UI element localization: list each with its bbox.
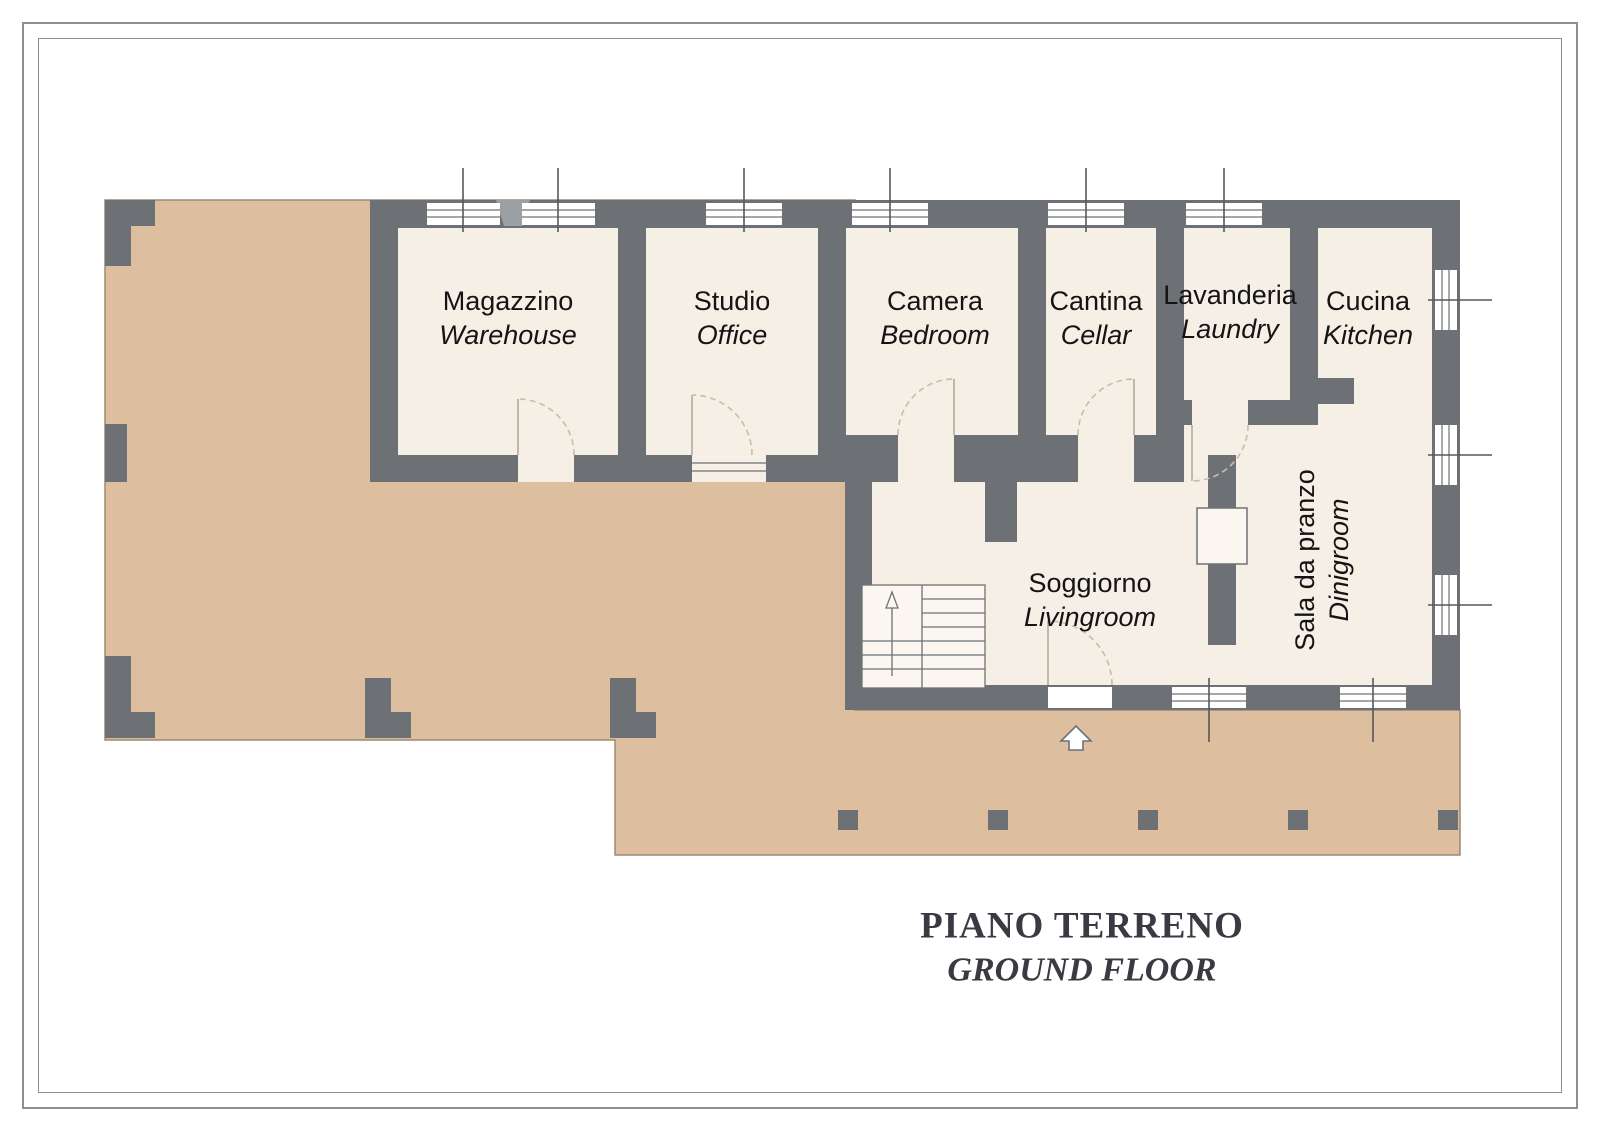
camera-floor [846, 228, 1018, 435]
post-3 [1138, 810, 1158, 830]
door-cantina [1077, 378, 1135, 482]
room-floors [398, 228, 1432, 685]
window-camera [852, 168, 928, 232]
window-cantina [1048, 168, 1124, 232]
pillar-top-left [105, 200, 155, 266]
pillar-bottom-left [105, 656, 155, 738]
pillar-terrace-1 [365, 678, 411, 738]
door-lavanderia [1191, 400, 1249, 482]
top-windows [427, 168, 1262, 232]
interior-wall-stubs [985, 378, 1354, 542]
post-1 [838, 810, 858, 830]
pillar-left-mid [105, 424, 127, 482]
bottom-windows [1172, 678, 1406, 742]
living-wall-stub [985, 482, 1017, 542]
fireplace [1196, 455, 1248, 645]
stair-direction-arrow [885, 590, 899, 609]
pillar-terrace-2 [610, 678, 656, 738]
window-living-bottom [1172, 678, 1246, 742]
door-magazzino [517, 398, 575, 482]
post-2 [988, 810, 1008, 830]
fireplace-box [1196, 507, 1248, 565]
terrace-pillars [105, 200, 1458, 830]
entrance-arrow [1059, 724, 1093, 751]
studio-floor [646, 228, 818, 455]
window-dining-right-1 [1428, 425, 1492, 485]
window-lavanderia [1186, 168, 1262, 232]
window-kitchen-right [1428, 270, 1492, 330]
wall-marker [496, 200, 530, 226]
window-studio [706, 168, 782, 232]
lavanderia-floor [1184, 228, 1290, 400]
staircase [861, 584, 986, 689]
cantina-floor [1046, 228, 1156, 435]
right-windows [1428, 270, 1492, 635]
window-magazzino-1 [427, 168, 500, 232]
entrance-door [1047, 620, 1113, 708]
window-magazzino-2 [522, 168, 595, 232]
post-5 [1438, 810, 1458, 830]
doors [517, 378, 1249, 708]
door-camera [897, 378, 955, 482]
kitchen-wall-stub [1290, 378, 1354, 404]
post-4 [1288, 810, 1308, 830]
window-dining-bottom [1340, 678, 1406, 742]
window-dining-right-2 [1428, 575, 1492, 635]
magazzino-floor [398, 228, 618, 455]
door-studio [691, 394, 766, 482]
